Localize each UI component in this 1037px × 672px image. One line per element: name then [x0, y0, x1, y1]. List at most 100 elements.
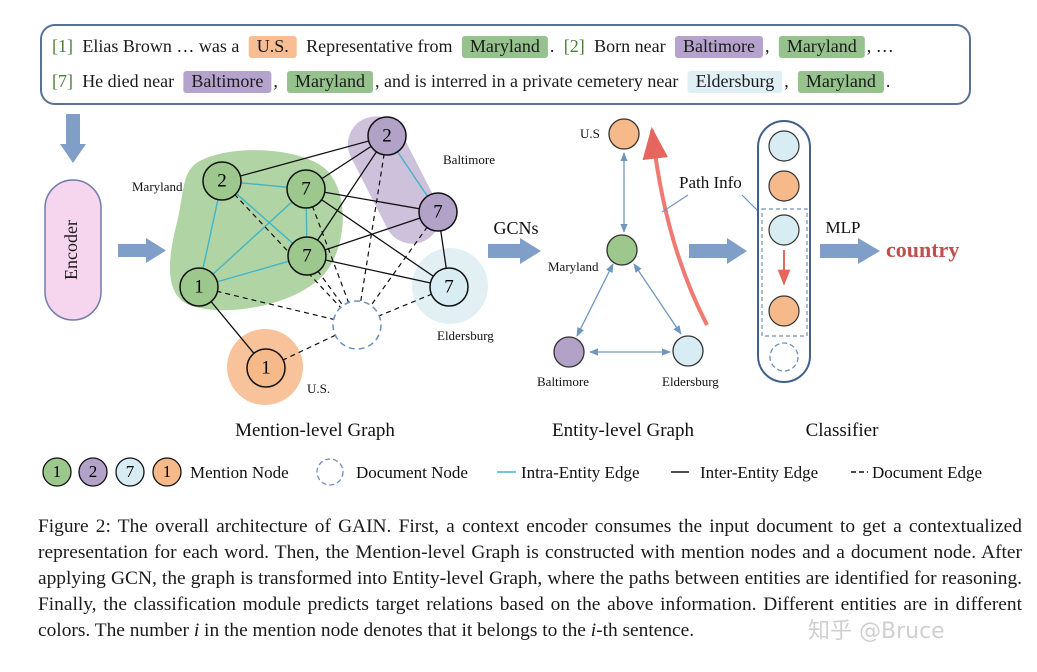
gcn-label: GCNs — [493, 218, 538, 238]
watermark: 知乎 @Bruce — [808, 619, 945, 644]
mention-node-baltimore-7: 7 — [418, 192, 458, 232]
entity-eldersburg-label: Eldersburg — [662, 374, 719, 389]
entity-mention-maryland: Maryland — [470, 36, 540, 56]
legend-document-node: Document Node — [356, 463, 468, 482]
entity-us-label: U.S — [580, 126, 600, 141]
gcn-arrow-icon — [488, 238, 541, 264]
reasoning-path-arrow — [642, 126, 709, 326]
document-text: , — [765, 36, 770, 56]
document-text: , … — [867, 36, 894, 56]
entity-node-us — [608, 118, 640, 150]
mention-node-maryland-2: 2 — [202, 161, 242, 201]
entity-highlight — [778, 36, 865, 58]
legend-node-us: 1 — [152, 457, 182, 487]
mlp-arrow-icon — [820, 238, 880, 264]
caption-text: Figure 2: The overall architecture of GA… — [38, 516, 1022, 641]
entity-mention-maryland: Maryland — [295, 71, 365, 91]
figure-caption: Figure 2: The overall architecture of GA… — [38, 514, 1022, 644]
legend-node-eldersburg: 7 — [115, 457, 145, 487]
legend-node-number: 2 — [89, 462, 98, 481]
baltimore-label: Baltimore — [443, 152, 495, 167]
entity-maryland-label: Maryland — [548, 259, 599, 274]
classifier-title: Classifier — [806, 420, 879, 441]
legend-node-number: 1 — [163, 462, 172, 481]
legend: 1 2 7 1 Mention Node Document Node Intra… — [42, 457, 982, 487]
entity-highlight — [797, 71, 884, 93]
classifier-slot-document — [769, 342, 799, 372]
legend-node-maryland: 1 — [42, 457, 72, 487]
entity-mention-us: U.S. — [257, 36, 289, 56]
encoder-block — [44, 179, 102, 321]
document-text: Born near — [594, 36, 665, 56]
legend-inter-edge: Inter-Entity Edge — [700, 463, 818, 482]
entity-mention-maryland: Maryland — [806, 71, 876, 91]
caption-text: in the mention node denotes that it belo… — [199, 620, 591, 641]
document-text: , — [273, 71, 278, 91]
baltimore-region — [347, 116, 441, 244]
encoder-label: Encoder — [61, 220, 81, 280]
entity-highlight — [674, 36, 763, 58]
classifier-slot-path-end — [768, 295, 800, 327]
mention-node-number: 7 — [301, 178, 311, 199]
mention-node-maryland-1: 1 — [179, 267, 219, 307]
legend-mention-node: Mention Node — [190, 463, 289, 482]
document-text: . — [886, 71, 891, 91]
document-text: , and is interred in a private cemetery … — [375, 71, 678, 91]
mention-node-maryland-7a: 7 — [286, 169, 326, 209]
output-relation: country — [886, 237, 959, 262]
sentence-index: [7] — [52, 71, 73, 91]
mention-node-eldersburg-7: 7 — [429, 267, 469, 307]
down-arrow-icon — [60, 114, 86, 163]
classifier-slot-path-start — [768, 214, 800, 246]
legend-document-edge: Document Edge — [872, 463, 982, 482]
mention-node-number: 7 — [444, 276, 454, 297]
eldersburg-label: Eldersburg — [437, 328, 494, 343]
right-arrow-icon — [118, 238, 166, 263]
document-text: Representative from — [306, 36, 452, 56]
entity-mention-maryland: Maryland — [787, 36, 857, 56]
document-text: Elias Brown … was a — [82, 36, 239, 56]
entity-highlight — [687, 71, 783, 93]
right-arrow-icon — [689, 238, 747, 264]
mention-node-number: 7 — [302, 245, 312, 266]
entity-mention-baltimore: Baltimore — [191, 71, 263, 91]
entity-node-baltimore — [553, 336, 585, 368]
path-info-pointer — [661, 194, 689, 213]
classifier-slot-us-entity — [768, 170, 800, 202]
mention-node-maryland-7b: 7 — [287, 236, 327, 276]
entity-graph-title: Entity-level Graph — [552, 420, 694, 441]
legend-document-node-icon — [316, 458, 344, 486]
sentence-index: [1] — [52, 36, 73, 56]
entity-highlight — [461, 36, 548, 58]
document-sentence-1: [1] Elias Brown … was a U.S. Representative… — [52, 36, 894, 58]
entity-highlight — [287, 71, 374, 93]
classifier-slot-us — [768, 130, 800, 162]
caption-var: i — [590, 620, 597, 641]
entity-edges — [576, 152, 682, 356]
entity-highlight — [248, 36, 297, 58]
maryland-label: Maryland — [132, 179, 183, 194]
document-text: , — [784, 71, 789, 91]
document-node — [332, 300, 382, 350]
path-info-label: Path Info — [679, 173, 742, 192]
legend-node-baltimore: 2 — [78, 457, 108, 487]
legend-intra-edge: Intra-Entity Edge — [521, 463, 640, 482]
entity-mention-baltimore: Baltimore — [683, 36, 755, 56]
mention-node-baltimore-2: 2 — [367, 116, 407, 156]
mlp-label: MLP — [826, 218, 861, 237]
entity-mention-eldersburg: Eldersburg — [696, 71, 775, 91]
mention-node-number: 7 — [433, 201, 443, 222]
sentence-index: [2] — [564, 36, 585, 56]
legend-node-number: 1 — [53, 462, 62, 481]
mention-node-number: 2 — [217, 170, 227, 191]
mention-node-us-1: 1 — [246, 348, 286, 388]
caption-text: -th sentence. — [596, 620, 695, 641]
caption-var: i — [193, 620, 200, 641]
entity-node-eldersburg — [672, 335, 704, 367]
document-text: . — [550, 36, 555, 56]
mention-graph-title: Mention-level Graph — [235, 420, 395, 441]
us-label: U.S. — [307, 381, 330, 396]
classifier-path-box — [761, 208, 808, 337]
